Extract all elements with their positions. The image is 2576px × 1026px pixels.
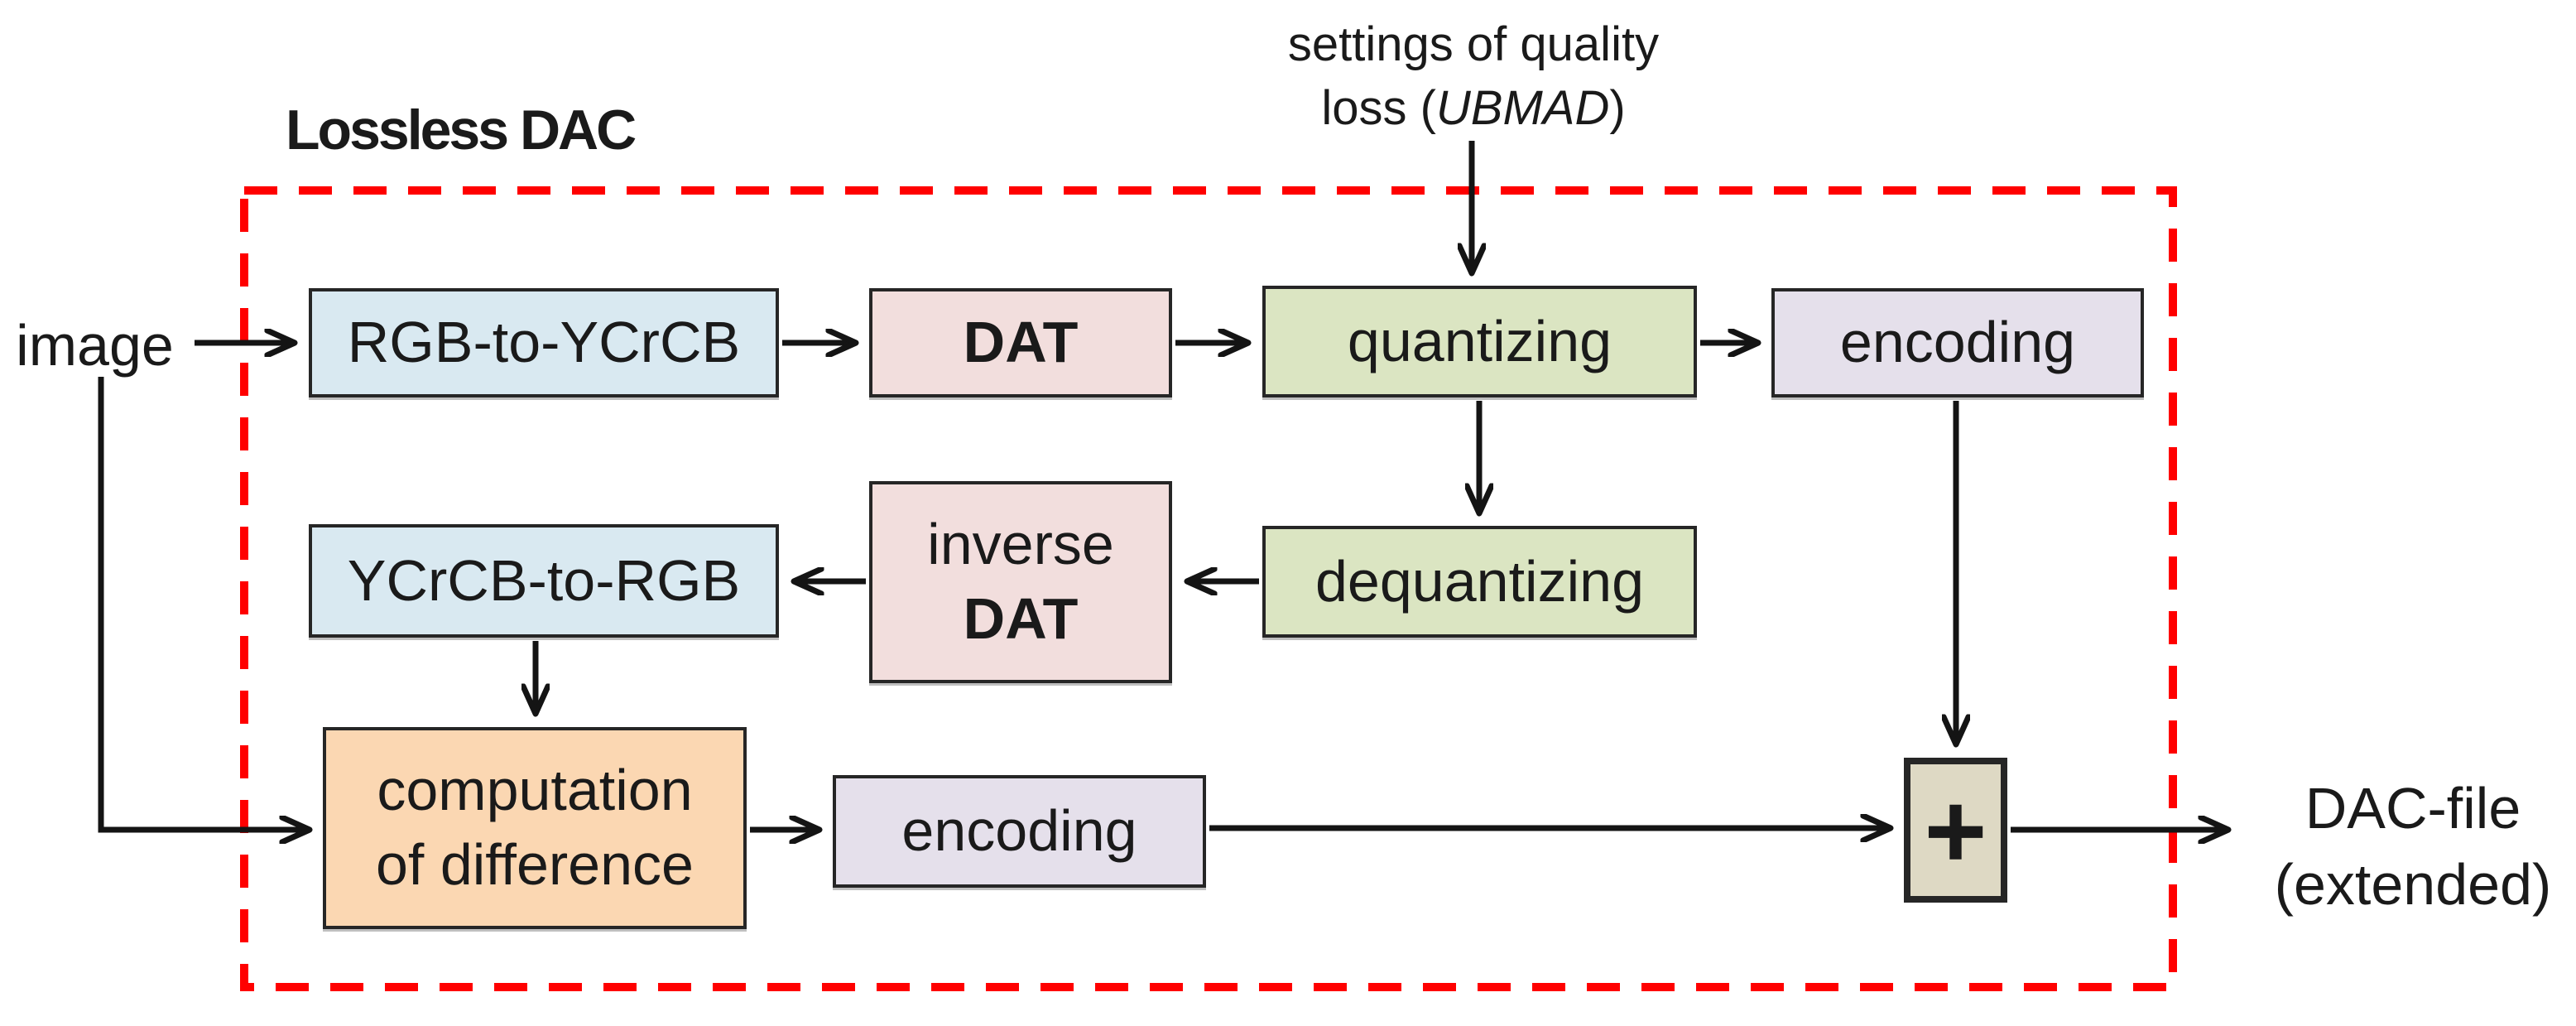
node-ycrcb-to-rgb-label: YCrCB-to-RGB (347, 547, 741, 613)
arrow-image-branch-to-computation (98, 377, 310, 830)
node-encoding-top: encoding (1771, 288, 2144, 397)
node-rgb-to-ycrcb: RGB-to-YCrCB (309, 288, 779, 397)
node-computation-line1: computation (377, 758, 693, 823)
node-inverse-dat-line2: DAT (963, 586, 1079, 651)
node-inverse-dat-line1: inverse (927, 512, 1114, 577)
image-input-label: image (16, 313, 174, 378)
node-quantizing-label: quantizing (1347, 308, 1612, 373)
node-computation-of-difference: computation of difference (323, 727, 747, 929)
dac-file-output-label: DAC-file (extended) (2247, 770, 2576, 923)
node-adder: + (1904, 758, 2007, 903)
node-ycrcb-to-rgb: YCrCB-to-RGB (309, 524, 779, 638)
ubmad-parameter: UBMAD (1435, 80, 1610, 135)
diagram-title: Lossless DAC (286, 99, 637, 161)
node-rgb-to-ycrcb-label: RGB-to-YCrCB (347, 310, 741, 375)
settings-label-line2: loss (UBMAD) (1321, 80, 1626, 135)
node-inverse-dat: inverse DAT (869, 481, 1172, 683)
node-dequantizing: dequantizing (1262, 526, 1697, 638)
node-dat-label: DAT (963, 310, 1079, 375)
node-computation-line2: of difference (376, 832, 694, 897)
node-dat: DAT (869, 288, 1172, 397)
node-dequantizing-label: dequantizing (1315, 548, 1644, 614)
node-encoding-top-label: encoding (1839, 310, 2076, 375)
dac-file-line1: DAC-file (2304, 776, 2521, 841)
node-encoding-bottom-label: encoding (901, 798, 1137, 864)
settings-label-line1: settings of quality (1287, 17, 1660, 71)
dac-file-line2: (extended) (2274, 852, 2552, 918)
settings-of-quality-loss-label: settings of quality loss (UBMAD) (1258, 13, 1689, 140)
node-encoding-bottom: encoding (833, 775, 1206, 888)
node-adder-label: + (1924, 769, 1987, 891)
node-quantizing: quantizing (1262, 286, 1697, 397)
lossless-dac-dashed-boundary (240, 186, 2177, 991)
